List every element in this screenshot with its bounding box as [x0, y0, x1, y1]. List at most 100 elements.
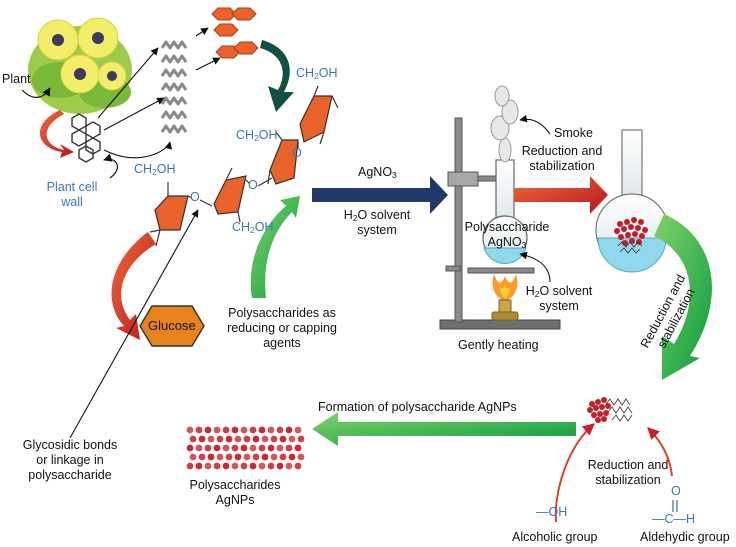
agnp-particle	[204, 426, 212, 434]
agnp-particle	[276, 426, 284, 434]
agnp-particle	[270, 435, 278, 443]
agnp-particle	[195, 462, 203, 470]
reduction-arrow-green	[654, 214, 712, 380]
agnp-particle	[285, 426, 293, 434]
reduction-bottom-label: Reduction and stabilization	[587, 458, 669, 487]
ring-oxygen-2: O	[248, 178, 258, 192]
agnp-particle	[234, 435, 242, 443]
agnp-particle	[288, 435, 296, 443]
monomer-hexagons	[211, 7, 259, 59]
tripod-ring	[467, 267, 535, 274]
plant-label: Plant	[2, 72, 31, 86]
plant-cell-wall-line-1: Plant cell	[46, 180, 98, 194]
agnp-particle	[252, 453, 260, 461]
ch2oh-label-3: CH2OH	[232, 220, 274, 235]
lab-apparatus	[439, 85, 561, 330]
agnp-cluster	[587, 397, 633, 423]
hexagon-to-chain-arrow	[260, 40, 294, 112]
agnp-particle	[297, 435, 305, 443]
reduction-arrow-red	[514, 176, 608, 214]
polysaccharide-flask-label: Polysaccharide AgNO3	[464, 220, 550, 250]
bunsen-burner	[491, 274, 519, 321]
plant-cell-wall-line-2: wall	[61, 195, 83, 209]
cellwall-pointer-line	[103, 153, 119, 179]
agnp-particle	[276, 462, 284, 470]
ring-oxygen-1: O	[190, 190, 200, 204]
agnp-particle	[297, 453, 305, 461]
agno3-process-arrow	[312, 176, 448, 214]
glycosidic-pointer-line	[69, 209, 199, 439]
agnp-particle	[258, 462, 266, 470]
agnp-particle	[249, 444, 257, 452]
plant-cell-wall-label: Plant cell wall	[36, 180, 108, 210]
plant-illustration	[28, 17, 132, 114]
ch2oh-label-1: CH2OH	[134, 162, 176, 177]
agnp-particle	[276, 444, 284, 452]
fibre-to-hexagon-line-2	[195, 57, 221, 71]
agnp-particle	[216, 453, 224, 461]
flask-nanoparticles	[614, 217, 648, 246]
agnp-particle	[231, 426, 239, 434]
agnp-particle	[222, 426, 230, 434]
glucose-hexagon	[139, 305, 205, 347]
agnp-particle	[240, 462, 248, 470]
agnp-particle	[243, 453, 251, 461]
polysaccharides-agents-label: Polysaccharides as reducing or capping a…	[214, 306, 350, 351]
aldehydic-group-label: Aldehydic group	[640, 530, 730, 544]
ring-oxygen-3: O	[292, 146, 302, 160]
agnp-particle	[288, 453, 296, 461]
h2o-solvent-label-left: H2O solvent system	[343, 208, 411, 237]
agnp-particle	[267, 462, 275, 470]
glycosidic-line-1: Glycosidic bonds	[22, 438, 118, 452]
polysaccharides-agents-line-2: reducing or capping	[227, 321, 337, 335]
stand-rod	[454, 117, 463, 323]
alcoholic-group-label: Alcoholic group	[512, 530, 598, 544]
cellwall-to-fibre-line-2	[103, 97, 165, 131]
agnp-particle	[252, 435, 260, 443]
agnp-particle	[249, 462, 257, 470]
flask-pointer-line	[519, 251, 551, 283]
agnp-particle	[213, 426, 221, 434]
flower-2	[77, 17, 119, 59]
round-flask	[482, 159, 528, 264]
flower-1	[37, 19, 79, 61]
agnp-particle	[234, 453, 242, 461]
aldehyde-chain: —C—H	[652, 512, 696, 526]
agnp-particle	[294, 462, 302, 470]
agnp-particle	[195, 444, 203, 452]
smoke-pointer-line	[519, 114, 551, 135]
fibre-to-hexagon-line-1	[195, 27, 209, 37]
agnp-particle	[207, 453, 215, 461]
polysaccharides-agents-line-3: agents	[263, 336, 301, 350]
glycosidic-line-3: polysaccharide	[28, 468, 112, 482]
smoke	[490, 85, 519, 163]
agnp-particle	[270, 453, 278, 461]
reduction-top-label: Reduction and stabilization	[521, 144, 603, 173]
chain-to-glucose-arrow	[111, 232, 156, 340]
agnp-particle	[243, 435, 251, 443]
agnp-particle	[261, 435, 269, 443]
agnp-particle	[294, 444, 302, 452]
ch2oh-label-2: CH2OH	[236, 128, 278, 143]
agnp-particle	[198, 435, 206, 443]
agnp-particle	[186, 426, 194, 434]
agnp-particle	[222, 444, 230, 452]
agnp-particle	[216, 435, 224, 443]
agnp-particle	[213, 444, 221, 452]
agnp-particle	[222, 462, 230, 470]
cellwall-to-fibre-line-1	[97, 47, 159, 119]
agnp-particle	[231, 462, 239, 470]
agnp-particle	[189, 435, 197, 443]
aldehydic-to-cluster-arrow	[647, 427, 673, 477]
agnp-particle	[267, 426, 275, 434]
cellwall-to-fibre-line-3	[103, 141, 173, 159]
cell-wall-molecule	[71, 113, 101, 163]
h2o-solvent-label-right: H2O solvent system	[525, 284, 593, 313]
agnp-particle	[204, 444, 212, 452]
gently-heating-label: Gently heating	[458, 338, 539, 352]
plant-pointer-line	[21, 87, 51, 98]
polysaccharides-agnps-label: Polysaccharides AgNPs	[189, 478, 281, 507]
agnp-particle	[186, 462, 194, 470]
formation-label: Formation of polysaccharide AgNPs	[318, 400, 517, 414]
